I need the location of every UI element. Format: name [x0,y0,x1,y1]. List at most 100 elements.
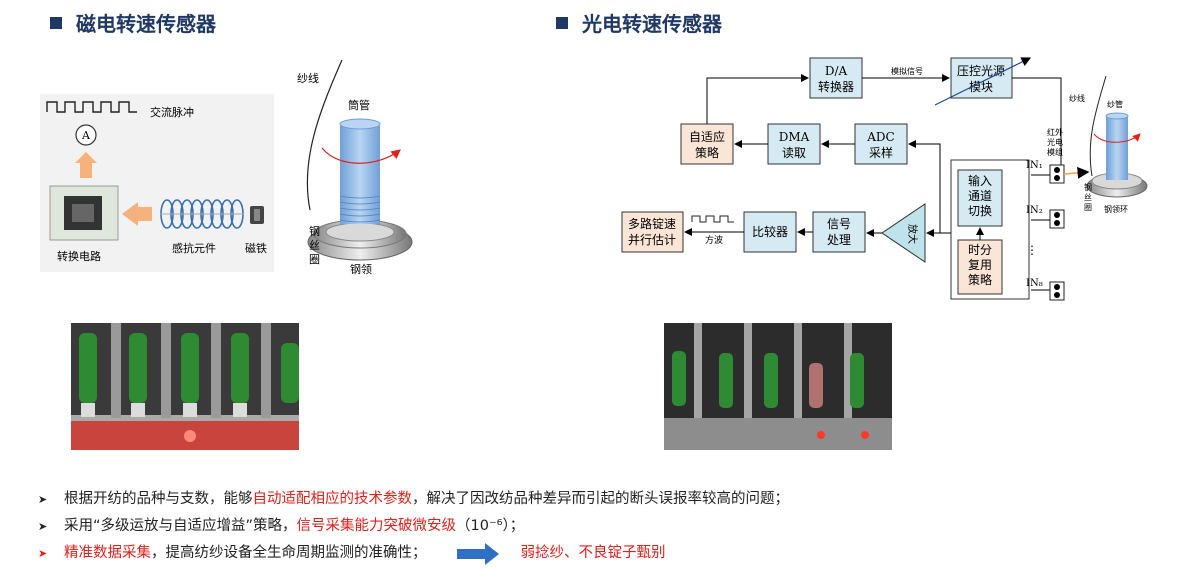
square-wave-label: 方波 [705,234,723,246]
dma-read-label-2: 读取 [782,146,806,160]
analog-signal-label: 模拟信号 [891,66,923,76]
bullet-2-text-a: 采用“多级运放与自适应增益”策略， [64,518,297,534]
photoelectric-sensor-diagram: D/A 转换器 模拟信号 压控光源 模块 自适应 策略 DMA 读取 ADC 采… [621,57,1148,301]
section-title-magnetic-text: 磁电转速传感器 [76,12,216,36]
bullet-arrow-icon: ➤ [38,547,48,560]
in-label-2: IN₂ [1026,205,1043,216]
time-division-label-2: 复用 [968,258,992,272]
amplifier-label: 放大 [906,224,919,244]
photoelectric-photo-drawing [664,323,892,450]
bobbin-right-top [1105,112,1129,120]
up-arrow-icon [75,152,97,178]
comparator-box [743,211,797,253]
bullet-item-2: ➤ 采用“多级运放与自适应增益”策略，信号采集能力突破微安级（10⁻⁶）； [38,513,789,540]
input-channel-switch-label-3: 切换 [968,204,992,218]
magnet-label: 磁铁 [245,242,267,255]
multi-spindle-estimate-box [621,211,684,253]
adaptive-strategy-box [680,123,734,165]
signal-processing-label-1: 信号 [827,217,851,231]
rotation-arrow-left [321,147,401,164]
adc-sampling-label-1: ADC [866,130,894,144]
square-wave-icon [691,215,734,223]
infrared-beam-arrow [1063,166,1090,179]
yarn-label-right: 纱线 [1069,93,1085,103]
tunable-arrow [934,57,1032,106]
signal-processing-box [812,211,866,253]
sensor-1-dot-bottom [1054,175,1060,181]
bullet-3-text-b: ，提高纺纱设备全生命周期监测的准确性； [151,545,427,561]
bobbin-top [339,118,381,130]
infrared-module-label-2: 光电 [1047,137,1063,147]
section-title-photoelectric: 光电转速传感器 [556,8,722,37]
dma-read-label-1: DMA [779,130,810,144]
right-arrow-icon [456,542,499,565]
bullet-2-text-b: （10⁻⁶）； [456,518,525,534]
wire-ring-label-right-2: 丝 [1084,192,1092,202]
yarn-line-right [1089,75,1107,177]
magnetic-panel-background [40,94,274,272]
ring-label-left: 钢领 [350,263,372,276]
section-title-magnetic: 磁电转速传感器 [50,8,216,37]
tube-label-right: 纱管 [1107,99,1123,109]
magnet-highlight [254,209,260,221]
dma-read-box [767,123,821,165]
bullet-list: ➤ 根据开纺的品种与支数，能够自动适配相应的技术参数，解决了因改纺品种差异而引起… [38,486,789,567]
yarn-wraps [339,195,381,223]
sensor-8-dot-top [1054,284,1060,290]
multi-spindle-label-2: 并行估计 [628,233,676,247]
wire-ring-label-left-1: 钢 [309,225,320,238]
in-label-8: IN₈ [1026,278,1043,289]
ac-pulse-waveform [46,101,137,113]
voltage-light-module-label-2: 模块 [969,80,993,94]
magnetic-sensor-diagram: 交流脉冲 A 转换电路 感抗元件 磁铁 纱线 筒管 [40,59,413,276]
in-label-1: IN₁ [1026,160,1043,171]
conversion-circuit-label: 转换电路 [57,249,101,263]
ellipsis-dots: ⋮ [1026,243,1038,257]
ammeter-symbol: A [81,129,91,142]
sensor-8-icon [1049,281,1065,301]
photoelectric-sensor-photo [664,323,892,450]
time-division-label-1: 时分 [968,243,992,257]
bobbin-right-icon [1106,116,1128,180]
bullet-1-text-highlight: 自动适配相应的技术参数 [252,491,413,507]
sensor-2-dot-top [1054,212,1060,218]
square-bullet-icon [50,16,62,29]
flow-connectors [684,74,1062,291]
sensor-8-dot-bottom [1054,292,1060,298]
adaptive-strategy-label-2: 策略 [695,145,719,160]
input-channel-switch-label-1: 输入 [968,173,992,188]
bullet-3-text-highlight: 精准数据采集 [64,545,151,561]
input-channel-switch-label-2: 通道 [968,189,992,203]
multi-spindle-label-1: 多路锭速 [628,216,676,231]
amplifier-triangle-icon [881,203,926,263]
bullet-item-3: ➤ 精准数据采集，提高纺纱设备全生命周期监测的准确性； 弱捻纱、不良锭子甄别 [38,540,789,567]
bullet-1-text-b: ，解决了因改纺品种差异而引起的断头误报率较高的问题； [412,491,789,507]
da-converter-label-2: 转换器 [818,79,854,94]
section-title-photoelectric-text: 光电转速传感器 [582,12,722,36]
sensor-diagrams: 交流脉冲 A 转换电路 感抗元件 磁铁 纱线 筒管 [40,57,1148,301]
wire-ring-label-left-3: 圈 [309,253,320,266]
input-channel-switch-box [957,169,1003,227]
ac-pulse-label: 交流脉冲 [150,105,194,119]
comparator-label: 比较器 [752,224,788,239]
yarn-line-left [306,59,343,211]
da-converter-box [809,57,863,99]
wire-ring-label-right-1: 钢 [1084,182,1092,192]
ammeter-icon [75,124,97,146]
sensor-2-icon [1049,209,1065,229]
chip-core [72,204,94,222]
inductive-element-label: 感抗元件 [172,241,216,255]
voltage-light-module-box [950,57,1013,99]
bullet-1-text-a: 根据开纺的品种与支数，能够 [64,491,253,507]
infrared-module-label-3: 模组 [1047,147,1063,157]
da-converter-label-1: D/A [825,64,848,78]
wire-ring-label-left-2: 丝 [309,239,320,252]
infrared-module-label-1: 红外 [1047,127,1063,137]
tube-label-left: 筒管 [348,98,370,112]
voltage-light-module-label-1: 压控光源 [957,64,1005,78]
signal-processing-label-2: 处理 [827,233,851,247]
left-arrow-icon [122,202,152,226]
bullet-3-result: 弱捻纱、不良锭子甄别 [520,545,666,561]
sensor-2-dot-bottom [1054,220,1060,226]
time-division-label-3: 策略 [968,272,992,287]
